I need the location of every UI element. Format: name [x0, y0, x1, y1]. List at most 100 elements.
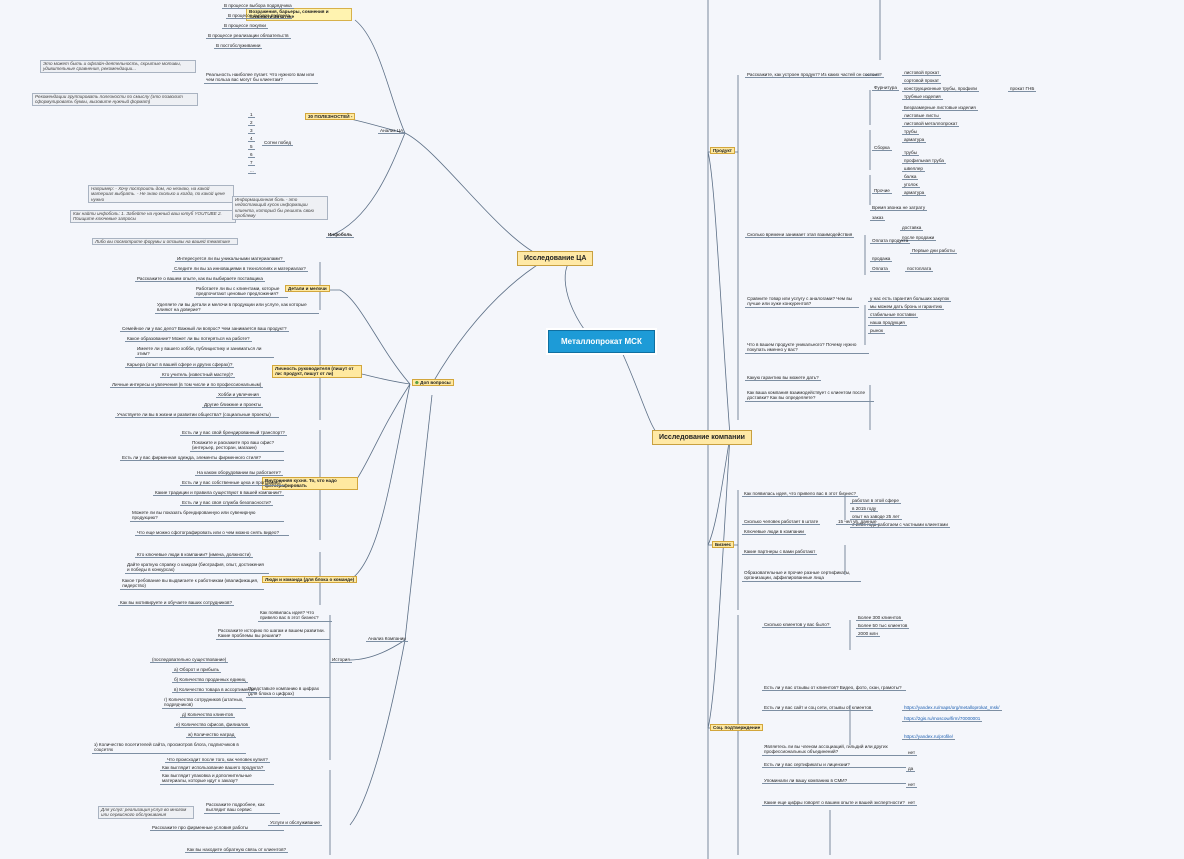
history-item[interactable]: (последовательно существование) [150, 657, 229, 664]
exhibits-question[interactable]: Какие еще цифры говорят о вашем опыте и … [762, 800, 907, 807]
category-node[interactable]: Фурнитура [872, 85, 899, 92]
business-item[interactable]: работал в этой сфере [850, 498, 901, 505]
product-node[interactable]: Продукт [710, 147, 735, 155]
category-item[interactable]: конструкционные трубы, профили [902, 86, 979, 93]
inner-item[interactable]: Есть ли у вас фирменная одежда, элементы… [120, 455, 284, 462]
category-item[interactable]: листовой металлопрокат [902, 121, 960, 128]
benefits-node[interactable]: 30 ПОЛЕЗНОСТЕЙ - [305, 113, 356, 121]
link-item[interactable]: https://2gis.ru/moscow/firm/70000001 [902, 716, 983, 723]
benefit-num[interactable]: 6 [248, 152, 255, 159]
personal-item[interactable]: Хобби и увлечения [216, 392, 261, 399]
service-item[interactable]: Что происходит после того, как человек к… [165, 757, 270, 764]
category-item[interactable]: трубные изделия [902, 94, 943, 101]
sales-item[interactable]: Время звонка не затрату [870, 205, 928, 212]
people-item[interactable]: Какое требование вы выдвигаете к работни… [120, 578, 264, 590]
benefit-num[interactable]: ... [248, 168, 256, 175]
personal-item[interactable]: Какое образование? Может ли вы потерятьс… [125, 336, 252, 343]
category-item[interactable]: трубы [902, 129, 919, 136]
business-node[interactable]: Бизнес [712, 541, 735, 549]
benefit-num[interactable]: 4 [248, 136, 255, 143]
category-node-2[interactable]: Прочие [872, 188, 892, 195]
personal-item[interactable]: Семейное ли у вас дело? Важный ли вопрос… [120, 326, 289, 333]
sales-item[interactable]: постоплата [905, 266, 934, 273]
personal-item[interactable]: Карьера (опыт в вашей сфере и других сфе… [125, 362, 235, 369]
answer-small[interactable]: нет [906, 782, 918, 789]
benefits-count[interactable]: Сотни побед [262, 140, 294, 147]
business-item[interactable]: с 2016 года работаем с частными клиентам… [850, 522, 950, 529]
numbers-item[interactable]: г) Количество сотрудников (штатных, подр… [162, 697, 246, 709]
branch-research-ca[interactable]: Исследование ЦА [517, 251, 594, 266]
cost-question[interactable]: Какую гарантию вы можете дать? [745, 375, 821, 382]
service-item[interactable]: Как выглядит использование вашего продук… [160, 765, 266, 772]
history-node[interactable]: История [330, 657, 352, 664]
category-item[interactable]: уголок [902, 182, 920, 189]
cash-question[interactable]: Образовательные и прочие разные сертифик… [742, 570, 861, 582]
benefit-num[interactable]: 3 [248, 128, 255, 135]
staff-question[interactable]: Сколько человек работает в штате [742, 519, 821, 526]
sales-item[interactable]: после продажи [900, 235, 937, 242]
sales-question[interactable]: Сколько времени занимает этап взаимодейс… [745, 232, 855, 239]
category-node-3[interactable]: Сборка [872, 145, 892, 152]
benefit-num[interactable]: 1 [248, 112, 255, 119]
service-node[interactable]: Услуги и обслуживание [268, 820, 322, 827]
central-topic[interactable]: Металлопрокат МСК [548, 330, 655, 353]
competitors-item[interactable]: наша продукция [868, 320, 907, 327]
social-item[interactable]: Более 300 клиентов [856, 615, 903, 622]
reviews-question[interactable]: Есть ли у вас сайт и соц сети, отзывы от… [762, 705, 874, 712]
numbers-item[interactable]: в) Количество товара в ассортименте [172, 687, 257, 694]
details-node[interactable]: Детали и мелочи [285, 285, 330, 293]
inner-item[interactable]: Есть ли у вас собственные цеха и програм… [180, 480, 285, 487]
inner-item[interactable]: Можете ли вы показать брендированную или… [130, 510, 284, 522]
personal-node[interactable]: Личность руководителя (пишут от ли: прод… [272, 365, 362, 378]
benefit-num[interactable]: 7 [248, 160, 255, 167]
people-item[interactable]: Дайте краткую справку о каждом (биографи… [125, 562, 269, 574]
barriers-node[interactable]: Возражения, барьеры, сомнения и трудност… [246, 8, 352, 21]
numbers-extra[interactable]: з) Количество посетителей сайта, просмот… [92, 742, 246, 754]
infoboli-node[interactable]: Инфоболь [326, 232, 355, 239]
answer-small[interactable]: нет [906, 800, 918, 807]
benefit-num[interactable]: 2 [248, 120, 255, 127]
answer-small[interactable]: нет [906, 750, 918, 757]
people-item[interactable]: Кто ключевые люди в компании? (имена, до… [135, 552, 253, 559]
competitors-item[interactable]: стабильные поставки [868, 312, 918, 319]
reviews-note[interactable]: Есть ли у вас отзывы от клиентов? Видео,… [762, 685, 906, 692]
link-item[interactable]: https://yandex.ru/profile/ [902, 734, 956, 741]
category-item[interactable]: листовой прокат [902, 70, 942, 77]
numbers-node[interactable]: Представьте компанию в цифрах (для блока… [246, 686, 330, 698]
inner-item[interactable]: Покажите и раскажите про ваш офис? (инте… [190, 440, 284, 452]
category-item[interactable]: сортовой прокат [902, 78, 942, 85]
personal-item[interactable]: Другие ближние и проекты [202, 402, 264, 409]
benefits-question[interactable]: Реальность наиболее пугает. Что нужного … [204, 72, 318, 84]
category-item[interactable]: балка [902, 174, 919, 181]
personal-item[interactable]: Личные интересы и увлечения (в том числе… [110, 382, 264, 389]
barrier-item[interactable]: В процессе выбора продукта [226, 13, 292, 20]
category-item[interactable]: трубы [902, 150, 919, 157]
service-item[interactable]: Расскажите подробнее, как выглядит ваш с… [204, 802, 280, 814]
category-item[interactable]: Безразмерные листовые изделия [902, 105, 978, 112]
social-proof-node[interactable]: Соц. подтверждение [710, 724, 764, 732]
partners-question[interactable]: Какие партнеры с вами работают [742, 549, 818, 556]
inner-item[interactable]: Что еще можно сфотографировать или о чем… [135, 530, 289, 537]
service-item[interactable]: Как вы находите обратную связь от клиент… [185, 847, 289, 854]
numbers-item[interactable]: д) Количество клиентов [180, 712, 235, 719]
answer-small[interactable]: да [906, 766, 916, 773]
numbers-item[interactable]: ж) Количество наград [186, 732, 237, 739]
inner-item[interactable]: Какие традиции и правила существуют в ва… [153, 490, 284, 497]
competitors-item[interactable]: мы можем дать бронь и гарантию [868, 304, 945, 311]
business-item[interactable]: в 2015 году [850, 506, 879, 513]
sales-item[interactable]: Первые дни работы [910, 248, 957, 255]
awards-question[interactable]: Являетесь ли вы членом ассоциаций, гильд… [762, 744, 906, 756]
unique-question[interactable]: Что в вашем продукте уникального? Почему… [745, 342, 869, 354]
inner-item[interactable]: На каком оборудовании вы работаете? [195, 470, 283, 477]
barrier-item[interactable]: В процессе покупки [222, 23, 268, 30]
category-item[interactable]: прокат ГНБ [1008, 86, 1037, 93]
company-analysis-node[interactable]: Анализ Компании [366, 636, 408, 643]
inner-kitchen-node[interactable]: Внутренняя кухня. То, что надо фотографи… [262, 477, 358, 490]
dop-questions-node[interactable]: ⊕ Доп вопросы [412, 379, 454, 387]
inner-item[interactable]: Есть ли у вас своя служба безопасности? [180, 500, 274, 507]
social-question[interactable]: Сколько клиентов у вас было? [762, 622, 832, 629]
sales-item[interactable]: заказ [870, 215, 886, 222]
competitors-item[interactable]: у нас есть гарантия больших закупок [868, 296, 952, 303]
social-item[interactable]: 2000 млн [856, 631, 880, 638]
category-item[interactable]: арматура [902, 190, 927, 197]
